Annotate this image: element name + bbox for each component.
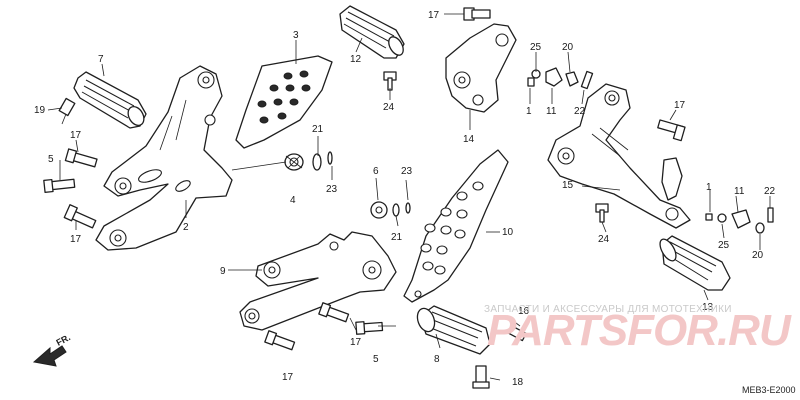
callout-19[interactable]: 19 xyxy=(34,105,46,116)
callout-14[interactable]: 14 xyxy=(463,134,475,145)
callout-17[interactable]: 17 xyxy=(428,10,440,21)
callout-4[interactable]: 4 xyxy=(290,195,296,206)
callout-20[interactable]: 20 xyxy=(562,42,574,53)
right-bolt[interactable] xyxy=(657,119,686,142)
passenger-footpeg[interactable] xyxy=(414,305,491,355)
callout-15[interactable]: 15 xyxy=(562,180,574,191)
callout-6[interactable]: 6 xyxy=(373,166,379,177)
callout-17[interactable]: 17 xyxy=(70,234,82,245)
right-lower-small-parts[interactable] xyxy=(705,207,774,234)
callout-24[interactable]: 24 xyxy=(598,234,610,245)
callout-11[interactable]: 11 xyxy=(734,186,745,197)
callout-12[interactable]: 12 xyxy=(350,54,362,65)
callout-13[interactable]: 13 xyxy=(702,302,714,313)
watermark-logo: PARTSFOR.RU xyxy=(487,306,791,355)
diagram-code: MEB3-E2000 xyxy=(742,385,796,395)
callout-17[interactable]: 17 xyxy=(70,130,82,141)
front-arrow-icon xyxy=(32,345,67,367)
callout-11[interactable]: 11 xyxy=(546,106,557,117)
callout-2[interactable]: 2 xyxy=(183,222,189,233)
left-footpeg[interactable] xyxy=(73,71,147,129)
callout-10[interactable]: 10 xyxy=(502,227,514,238)
callout-5[interactable]: 5 xyxy=(373,354,379,365)
callout-22[interactable]: 22 xyxy=(574,106,586,117)
center-spacer-group[interactable] xyxy=(370,201,411,219)
callout-17[interactable]: 17 xyxy=(282,372,294,383)
callout-23[interactable]: 23 xyxy=(401,166,413,177)
callout-20[interactable]: 20 xyxy=(752,250,764,261)
callout-3[interactable]: 3 xyxy=(293,30,299,41)
callout-25[interactable]: 25 xyxy=(530,42,542,53)
callout-17[interactable]: 17 xyxy=(674,100,686,111)
callout-24[interactable]: 24 xyxy=(383,102,395,113)
left-main-bracket[interactable] xyxy=(95,65,233,251)
top-right-bolt[interactable] xyxy=(463,7,491,21)
callout-7[interactable]: 7 xyxy=(98,54,104,65)
callout-21[interactable]: 21 xyxy=(312,124,324,135)
callout-16[interactable]: 16 xyxy=(518,306,530,317)
callout-17[interactable]: 17 xyxy=(350,337,362,348)
left-heel-plate[interactable] xyxy=(235,55,333,149)
callouts: 7 19 17 5 17 2 3 4 21 23 6 23 21 9 10 17… xyxy=(34,10,776,388)
callout-25[interactable]: 25 xyxy=(718,240,730,251)
watermark-tagline: ЗАПЧАСТИ И АКСЕССУАРЫ ДЛЯ МОТОТЕХНИКИ xyxy=(484,304,732,315)
right-footpeg-top[interactable] xyxy=(339,5,406,59)
left-peg-pin[interactable] xyxy=(58,97,76,125)
passenger-heel-plate[interactable] xyxy=(403,149,509,303)
right-top-small-parts[interactable] xyxy=(527,67,594,90)
callout-9[interactable]: 9 xyxy=(220,266,226,277)
callout-5[interactable]: 5 xyxy=(48,154,54,165)
left-spacer-group[interactable] xyxy=(284,151,333,171)
right-footpeg[interactable] xyxy=(657,235,731,291)
top-bolt[interactable] xyxy=(383,71,397,91)
callout-1[interactable]: 1 xyxy=(526,106,532,117)
right-small-bolt[interactable] xyxy=(595,203,609,223)
callout-18[interactable]: 18 xyxy=(512,377,524,388)
callout-23[interactable]: 23 xyxy=(326,184,338,195)
right-main-bracket[interactable] xyxy=(547,83,691,229)
passenger-bracket[interactable] xyxy=(239,231,397,331)
lower-bolts[interactable] xyxy=(264,302,527,389)
callout-22[interactable]: 22 xyxy=(764,186,776,197)
callout-1[interactable]: 1 xyxy=(706,182,712,193)
callout-21[interactable]: 21 xyxy=(391,232,403,243)
callout-8[interactable]: 8 xyxy=(434,354,440,365)
leader-lines xyxy=(47,13,771,381)
left-bolts[interactable] xyxy=(43,148,98,229)
right-upper-bracket[interactable] xyxy=(445,23,517,113)
